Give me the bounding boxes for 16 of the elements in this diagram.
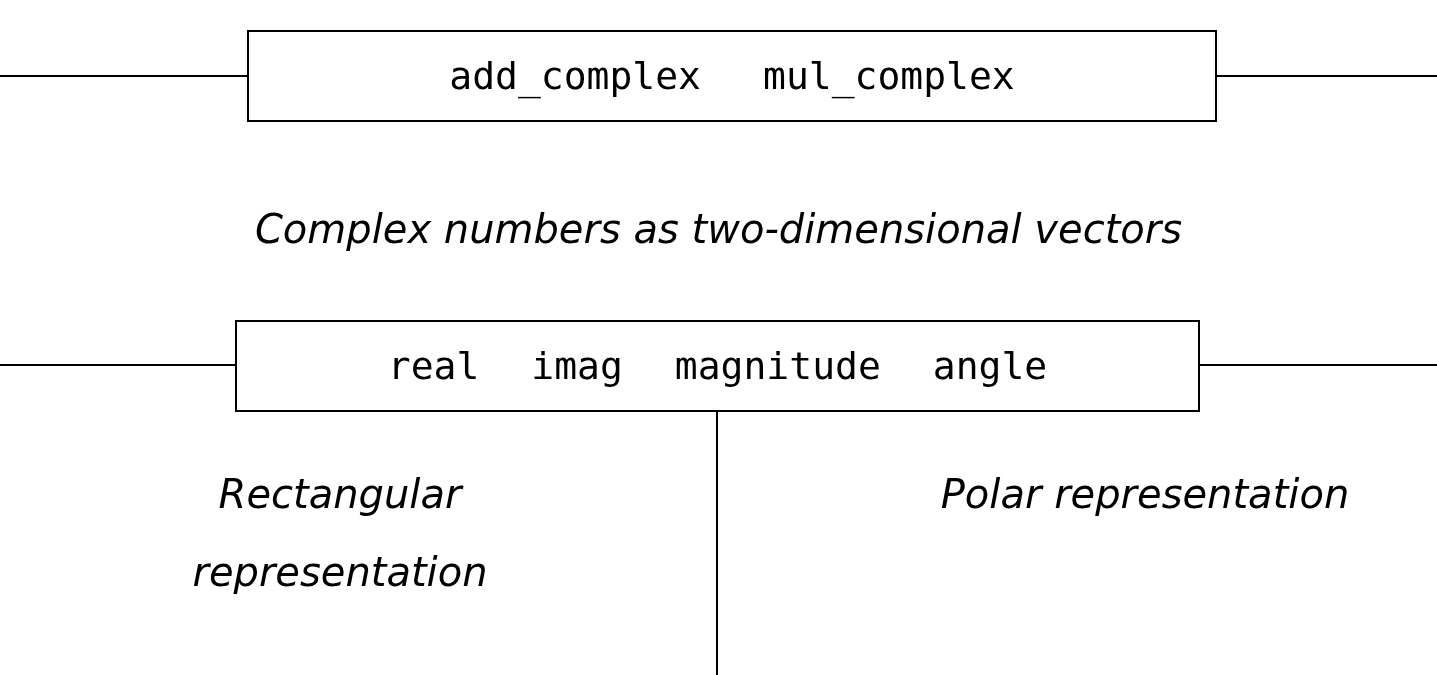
barrier-line [0,364,236,366]
barrier-line [1216,75,1437,77]
barrier-line [1199,364,1437,366]
layer-caption: Rectangular representation [191,470,489,597]
procedure-name: add_complex [449,54,701,98]
procedure-name: angle [932,344,1048,388]
layer-caption: Complex numbers as two-dimensional vectors [253,205,1184,254]
procedure-name: real [387,344,480,388]
barrier-line [716,411,718,675]
procedure-name: magnitude [674,344,881,388]
layer-box [247,30,1217,122]
layer-caption: Polar representation [939,470,1351,519]
procedure-name: mul_complex [763,54,1015,98]
barrier-line [0,75,248,77]
procedure-name: imag [531,344,623,388]
layer-box [235,320,1200,412]
